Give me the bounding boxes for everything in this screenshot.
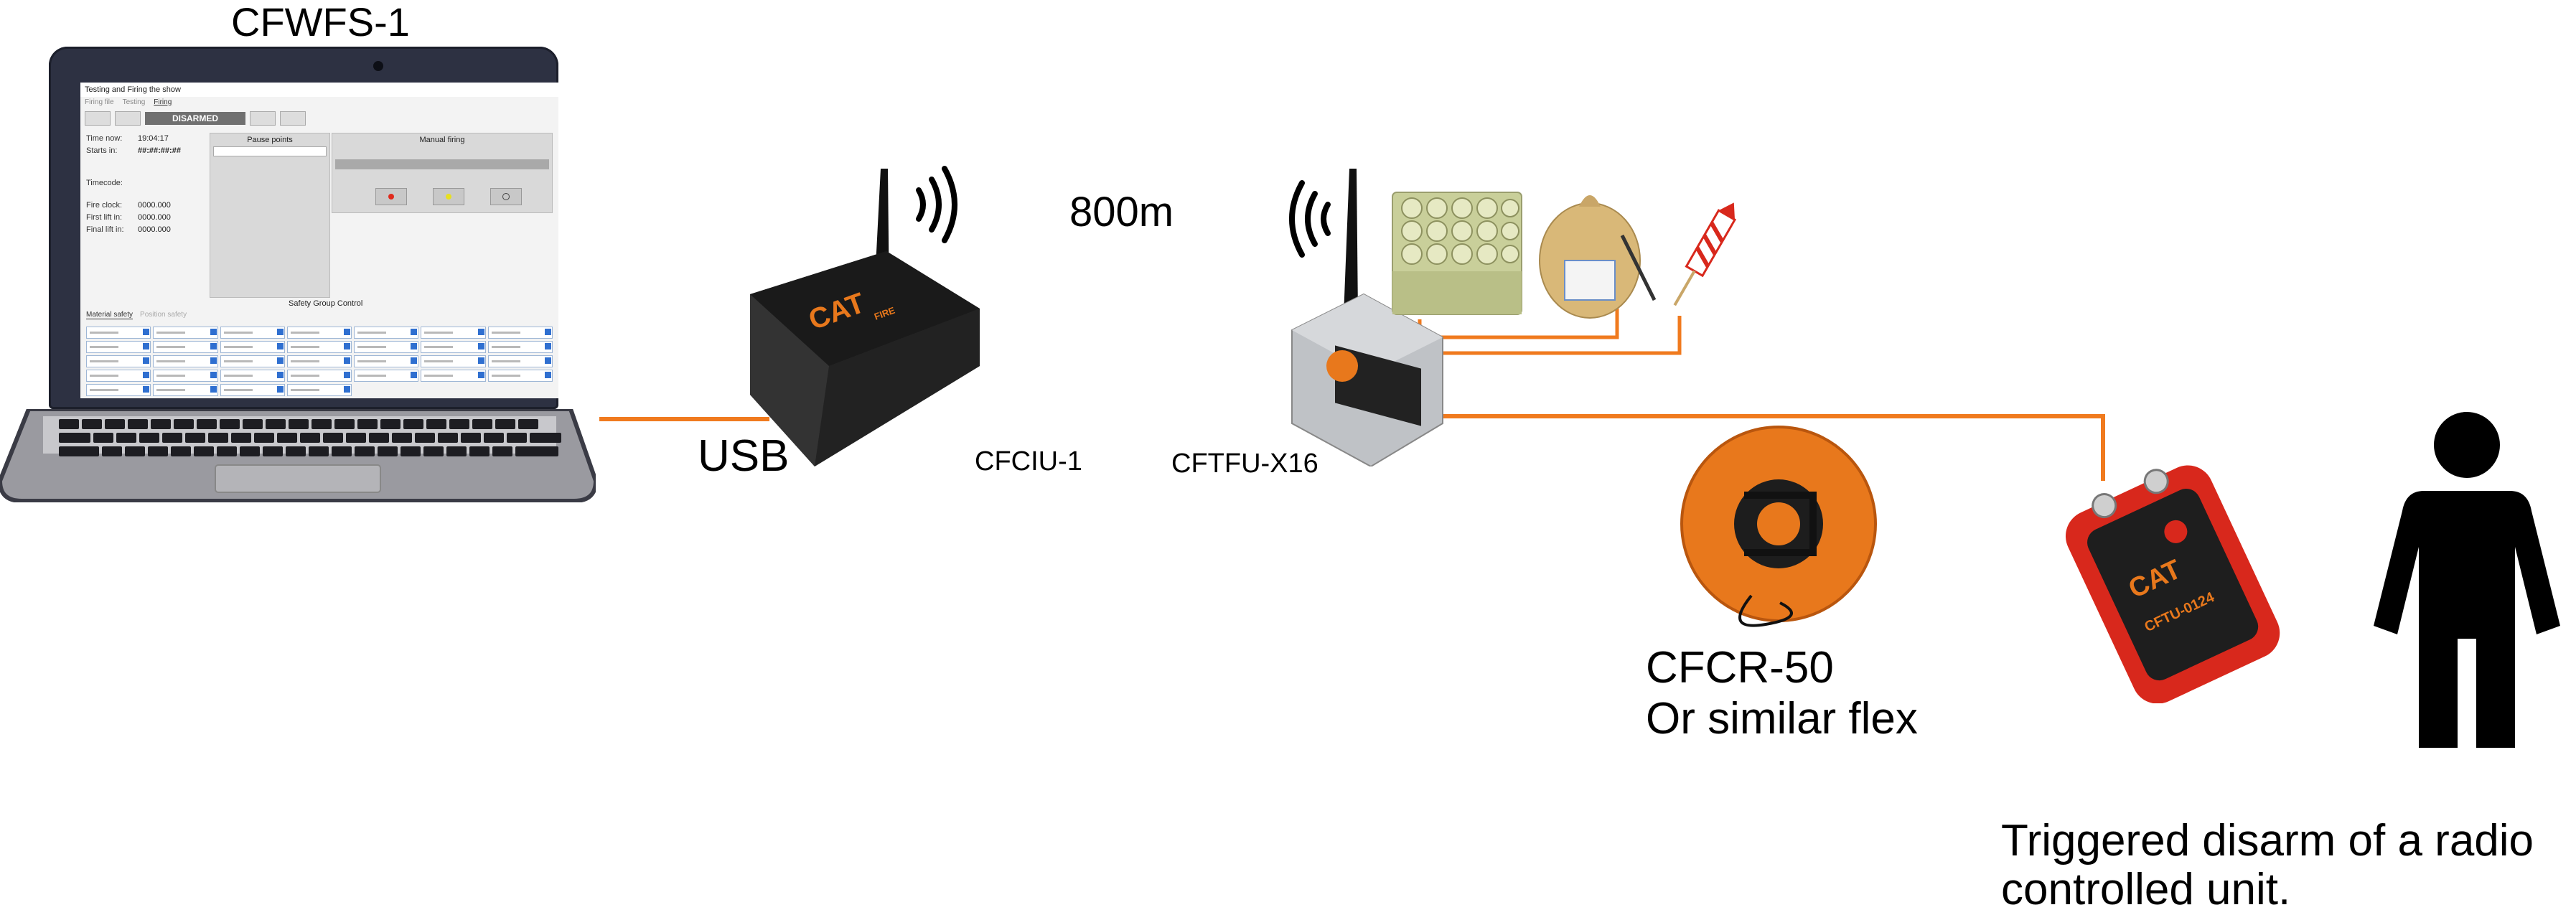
- safety-cell[interactable]: [286, 384, 352, 396]
- interface-label: CFCIU-1: [975, 446, 1082, 477]
- starts-in-value: ##:##:##:##: [138, 146, 181, 155]
- tab-material-safety[interactable]: Material safety: [86, 311, 134, 319]
- fire-red-button[interactable]: [375, 188, 407, 205]
- window-title: Testing and Firing the show: [80, 83, 558, 97]
- caption-line2: controlled unit.: [2001, 865, 2291, 914]
- timecode-label: Timecode:: [86, 179, 123, 187]
- fire-clock-label: Fire clock:: [86, 201, 123, 210]
- fire-bulb-button[interactable]: [490, 188, 522, 205]
- pause-points-title: Pause points: [247, 136, 293, 144]
- starts-in-label: Starts in:: [86, 146, 118, 155]
- menu-testing[interactable]: Testing: [122, 98, 146, 106]
- tab-position-safety[interactable]: Position safety: [140, 311, 187, 319]
- safety-cell[interactable]: [86, 370, 151, 382]
- safety-cell[interactable]: [86, 384, 151, 396]
- grid-button[interactable]: [280, 111, 306, 126]
- safety-tabs: Material safety Position safety: [86, 311, 187, 319]
- keyboard-row: [59, 446, 558, 456]
- safety-cell[interactable]: [354, 370, 419, 382]
- pause-points-panel: Pause points: [210, 133, 330, 298]
- final-lift-label: Final lift in:: [86, 225, 124, 234]
- final-lift-value: 0000.000: [138, 225, 171, 234]
- status-panel: Time now:19:04:17 Starts in:##:##:##:## …: [86, 133, 208, 236]
- fire-clock-value: 0000.000: [138, 201, 171, 210]
- shell-firework: [1539, 195, 1657, 319]
- manual-firing-bar: [335, 159, 549, 169]
- safety-cell[interactable]: [354, 327, 419, 339]
- safety-cell[interactable]: [421, 370, 486, 382]
- safety-cell[interactable]: [487, 341, 553, 353]
- arm-button[interactable]: [115, 111, 141, 126]
- firing-unit-label: CFTFU-X16: [1171, 449, 1319, 479]
- menu-firing[interactable]: Firing: [154, 98, 172, 106]
- interface-unit: CAT FIRE: [750, 169, 980, 466]
- safety-cell[interactable]: [286, 341, 352, 353]
- caption-line1: Triggered disarm of a radio: [2001, 816, 2534, 865]
- remote-disarm-unit: CAT CFTU-0124: [2065, 465, 2280, 703]
- person-icon: [2374, 412, 2560, 748]
- safety-cell[interactable]: [354, 341, 419, 353]
- reel-label-line2: Or similar flex: [1646, 694, 1918, 743]
- usb-label: USB: [698, 431, 790, 481]
- safety-cell[interactable]: [487, 370, 553, 382]
- safety-cell[interactable]: [153, 327, 218, 339]
- safety-cell[interactable]: [220, 341, 285, 353]
- menu-firing-file[interactable]: Firing file: [85, 98, 114, 106]
- first-lift-value: 0000.000: [138, 213, 171, 222]
- safety-cell[interactable]: [86, 327, 151, 339]
- cue-cable-rocket: [1357, 316, 1682, 355]
- wifi-waves-icon: [916, 166, 957, 243]
- laptop-screen: Testing and Firing the show Firing file …: [80, 83, 558, 398]
- toggle-button[interactable]: [85, 111, 111, 126]
- cake-firework: [1392, 192, 1522, 315]
- keyboard-row: [59, 419, 538, 429]
- safety-cell[interactable]: [286, 370, 352, 382]
- safety-cell[interactable]: [153, 384, 218, 396]
- cable-reel: [1680, 426, 1877, 627]
- time-now-value: 19:04:17: [138, 134, 169, 143]
- manual-firing-title: Manual firing: [419, 136, 465, 144]
- safety-cell[interactable]: [421, 355, 486, 367]
- safety-cell[interactable]: [86, 355, 151, 367]
- safety-cell[interactable]: [354, 355, 419, 367]
- safety-cell[interactable]: [286, 327, 352, 339]
- safety-cell[interactable]: [220, 384, 285, 396]
- safety-cell[interactable]: [153, 355, 218, 367]
- remote-cable: [1425, 414, 2105, 481]
- safety-cell[interactable]: [421, 327, 486, 339]
- safety-cell[interactable]: [220, 327, 285, 339]
- manual-firing-panel: Manual firing: [332, 133, 553, 213]
- laptop: Testing and Firing the show Firing file …: [0, 47, 596, 502]
- safety-cell[interactable]: [487, 327, 553, 339]
- time-now-label: Time now:: [86, 134, 123, 143]
- wifi-waves-icon: [1289, 180, 1331, 258]
- safety-cell[interactable]: [153, 370, 218, 382]
- safety-cell[interactable]: [220, 370, 285, 382]
- safety-cell[interactable]: [86, 341, 151, 353]
- first-lift-label: First lift in:: [86, 213, 123, 222]
- firing-unit: [1291, 169, 1443, 466]
- safety-group-grid: [86, 327, 553, 396]
- disarmed-button[interactable]: DISARMED: [145, 112, 245, 125]
- reel-label-line1: CFCR-50: [1646, 643, 1834, 693]
- safety-cell[interactable]: [286, 355, 352, 367]
- app-menu: Firing file Testing Firing: [80, 97, 558, 108]
- keyboard-row: [59, 433, 561, 443]
- safety-cell[interactable]: [153, 341, 218, 353]
- laptop-label: CFWFS-1: [231, 0, 410, 44]
- safety-group-title: Safety Group Control: [289, 299, 363, 308]
- safety-cell[interactable]: [220, 355, 285, 367]
- view-button[interactable]: [250, 111, 276, 126]
- safety-cell[interactable]: [487, 355, 553, 367]
- rocket-icon: [1673, 202, 1737, 306]
- fire-yellow-button[interactable]: [433, 188, 464, 205]
- camera-icon: [373, 61, 383, 71]
- pause-points-list[interactable]: [213, 146, 327, 156]
- distance-label: 800m: [1069, 189, 1174, 235]
- safety-cell[interactable]: [421, 341, 486, 353]
- toolbar: DISARMED: [85, 110, 551, 127]
